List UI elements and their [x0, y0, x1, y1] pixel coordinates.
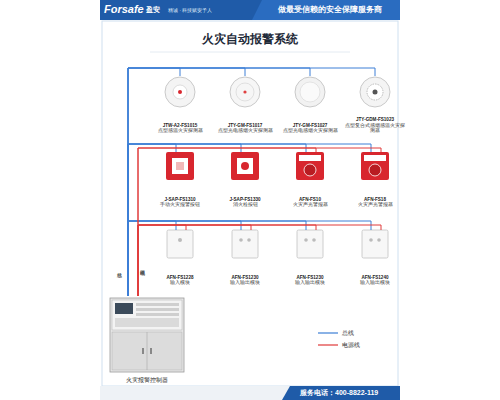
bus-line [128, 68, 245, 296]
device-name: 火灾声光警报器 [358, 202, 393, 208]
device-model: AFN-FS1230 [296, 275, 323, 281]
title-rule [150, 52, 350, 53]
legend-line-sample [318, 332, 338, 333]
power-line [138, 225, 186, 296]
device-name: 消火栓按钮 [233, 202, 258, 208]
detector-icons [165, 77, 390, 107]
device-box: JTW-A2-FS1015点型感温火灾探测器 [149, 76, 211, 134]
power-line [138, 225, 251, 296]
device-name: 输入输出模块 [295, 280, 325, 286]
power-line [138, 148, 381, 296]
bus-line [128, 68, 375, 296]
bus-line [128, 221, 371, 296]
bus-line [128, 68, 310, 296]
device-box: JTY-GM-FS1017点型光电感烟火灾探测器 [214, 76, 276, 134]
device-name: 点型光电感烟火灾探测器 [283, 128, 338, 134]
device-box: J-SAP-FS1330消火栓按钮 [214, 152, 276, 208]
device-box: AFN-FS10火灾声光警报器 [279, 152, 341, 208]
slogan: 做最受信赖的安全保障服务商 [278, 5, 382, 15]
footer-accent [282, 386, 400, 400]
brand-motto: 精诚 · 科技赋安予人 [168, 7, 212, 13]
module-icons [167, 230, 388, 258]
device-name: 点型感温火灾探测器 [158, 128, 203, 134]
device-box: AFN-FS1228输入模块 [149, 230, 211, 286]
device-model: AFN-FS18 [364, 197, 386, 203]
bus-line [128, 144, 371, 296]
bus-line [128, 221, 241, 296]
device-model: AFN-FS1230 [231, 275, 258, 281]
legend-text: 总线 [342, 330, 354, 337]
device-box: AFN-FS1240输入输出模块 [344, 230, 406, 286]
device-box: JTY-GDM-FS1023点型复合式感烟感温火灾探测器 [344, 76, 406, 134]
service-phone: 服务电话：400-8822-119 [300, 388, 378, 398]
device-name: 点型复合式感烟感温火灾探测器 [344, 123, 406, 134]
device-model: J-SAP-FS1310 [164, 197, 195, 203]
device-model: J-SAP-FS1330 [229, 197, 260, 203]
device-name: 输入输出模块 [230, 280, 260, 286]
footer-band [100, 386, 400, 400]
device-model: 火灾报警控制器 [126, 377, 168, 384]
legend-text: 电源线 [342, 342, 360, 349]
body-frame [102, 21, 398, 386]
device-name: 输入输出模块 [360, 280, 390, 286]
device-box: AFN-FS18火灾声光警报器 [344, 152, 406, 208]
bus-line [128, 144, 176, 296]
legend-line-sample [318, 344, 338, 345]
controller-box: 火灾报警控制器 [108, 296, 186, 384]
power-line [138, 148, 316, 296]
device-name: 输入模块 [170, 280, 190, 286]
diagram-title: 火灾自动报警系统 [104, 31, 396, 48]
device-model: JTW-A2-FS1015 [163, 123, 198, 129]
brand-name: Forsafe [104, 3, 144, 15]
bus-line [128, 68, 180, 296]
bus-line [128, 144, 306, 296]
power-line [138, 225, 381, 296]
bus-line [128, 144, 241, 296]
controller-cabinet [110, 298, 184, 372]
header-band [100, 0, 400, 20]
header-accent [252, 0, 400, 20]
device-box: JTY-GM-FS1027点型光电感烟火灾探测器 [279, 76, 341, 134]
button-icons [166, 152, 389, 180]
device-model: AFN-FS1240 [361, 275, 388, 281]
device-model: JTY-GDM-FS1023 [356, 117, 394, 123]
device-box: J-SAP-FS1310手动火灾报警按钮 [149, 152, 211, 208]
brand-name-cn: 盈安 [146, 5, 160, 15]
device-model: JTY-GM-FS1017 [228, 123, 263, 129]
device-name: 火灾声光警报器 [293, 202, 328, 208]
device-name: 点型光电感烟火灾探测器 [218, 128, 273, 134]
device-model: AFN-FS1228 [166, 275, 193, 281]
bus-line [128, 221, 176, 296]
power-line [138, 225, 316, 296]
device-name: 手动火灾报警按钮 [160, 202, 200, 208]
device-model: AFN-FS10 [299, 197, 321, 203]
device-box: AFN-FS1230输入输出模块 [279, 230, 341, 286]
bus-line [128, 221, 306, 296]
device-model: JTY-GM-FS1027 [293, 123, 328, 129]
device-box: AFN-FS1230输入输出模块 [214, 230, 276, 286]
